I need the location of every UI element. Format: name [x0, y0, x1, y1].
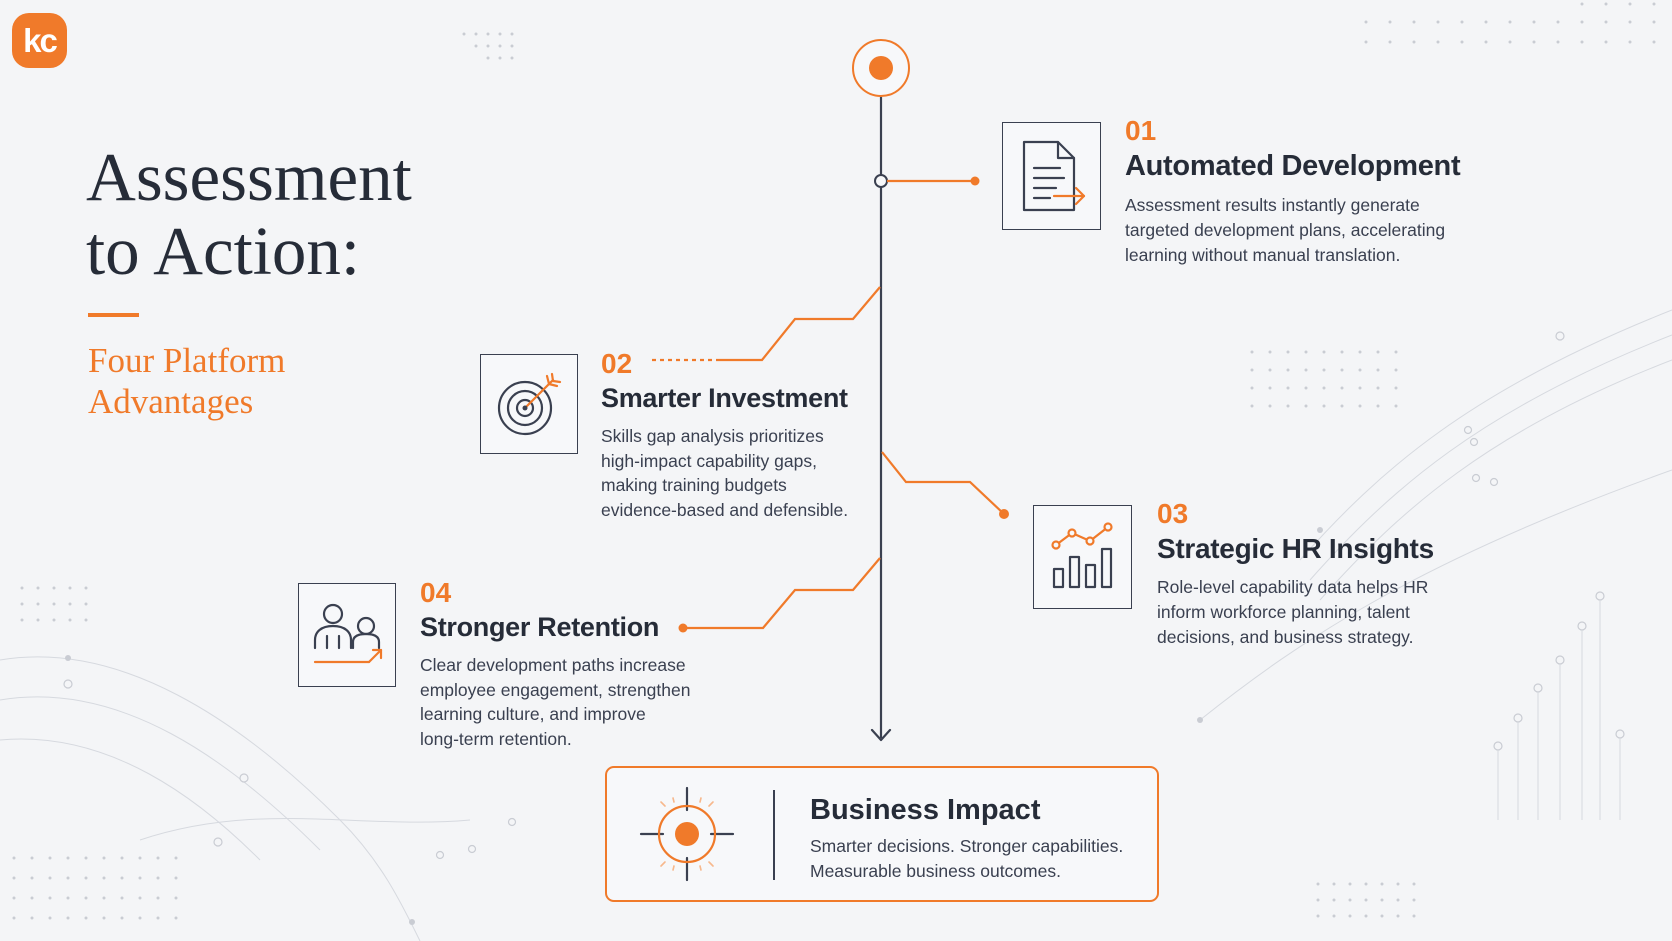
dot-grid-top-right	[1364, 2, 1656, 44]
advantage-03-description: Role-level capability data helps HR info…	[1157, 575, 1428, 650]
document-arrow-icon	[1022, 140, 1085, 212]
kc-logo: kc	[12, 13, 67, 68]
advantage-01-number: 01	[1125, 115, 1157, 146]
people-growth-icon	[313, 603, 383, 664]
description-line: employee engagement, strengthen	[420, 679, 691, 700]
advantage-01-description: Assessment results instantly generate ta…	[1125, 193, 1445, 268]
logo-text: kc	[23, 21, 58, 59]
description-line: evidence-based and defensible.	[601, 499, 849, 520]
advantage-03-number: 03	[1157, 498, 1189, 529]
advantage-04-description: Clear development paths increase employe…	[420, 653, 690, 751]
target-arrow-icon	[497, 372, 562, 436]
advantage-02-icon-box	[480, 354, 578, 454]
subtitle-line-1: Four Platform	[88, 341, 286, 380]
advantage-01-icon-box	[1002, 122, 1101, 230]
business-impact-heading: Business Impact	[810, 794, 1041, 826]
connector-01	[874, 174, 980, 188]
advantage-04-heading: Stronger Retention	[420, 612, 660, 642]
advantage-03-heading: Strategic HR Insights	[1157, 533, 1434, 564]
advantage-04-icon-box	[298, 583, 396, 687]
crosshair-target-icon	[639, 786, 735, 882]
description-line: inform workforce planning, talent	[1157, 602, 1410, 622]
description-line: making training budgets	[601, 475, 787, 495]
dot-grid-right	[1250, 350, 1398, 408]
dot-grid-bottom-right	[1316, 882, 1416, 918]
description-line: learning culture, and improve	[420, 704, 646, 724]
timeline-arrowhead	[870, 728, 892, 742]
page-title: Assessment to Action:	[86, 140, 412, 288]
title-line-2: to Action:	[86, 213, 361, 289]
advantage-03-icon-box	[1033, 505, 1132, 609]
connector-03	[881, 451, 1009, 519]
title-underline	[88, 313, 139, 317]
impact-divider	[773, 790, 775, 880]
dot-grid-left	[20, 586, 88, 622]
bar-chart-trend-icon	[1050, 522, 1113, 589]
subtitle-line-2: Advantages	[88, 382, 254, 421]
description-line: long-term retention.	[420, 728, 572, 749]
description-line: Skills gap analysis prioritizes	[601, 426, 824, 446]
description-line: learning without manual translation.	[1125, 245, 1401, 265]
description-line: Role-level capability data helps HR	[1157, 577, 1429, 597]
description-line: Clear development paths increase	[420, 655, 686, 675]
description-line: decisions, and business strategy.	[1157, 627, 1414, 647]
description-line: Measurable business outcomes.	[810, 861, 1061, 881]
title-line-1: Assessment	[86, 139, 412, 215]
description-line: Assessment results instantly generate	[1125, 195, 1420, 215]
connector-02	[652, 286, 881, 362]
advantage-02-description: Skills gap analysis prioritizes high-imp…	[601, 424, 848, 522]
advantage-02-heading: Smarter Investment	[601, 383, 848, 413]
page-subtitle: Four Platform Advantages	[88, 340, 285, 422]
advantage-04-number: 04	[420, 577, 452, 608]
business-impact-description: Smarter decisions. Stronger capabilities…	[810, 834, 1123, 884]
dot-grid-top-left	[462, 32, 514, 60]
dot-grid-bottom-left	[12, 856, 178, 920]
timeline-start-marker	[852, 39, 910, 97]
connector-04	[678, 557, 881, 633]
description-line: high-impact capability gaps,	[601, 450, 817, 471]
advantage-01-heading: Automated Development	[1125, 150, 1461, 182]
advantage-02-number: 02	[601, 348, 633, 379]
description-line: Smarter decisions. Stronger capabilities…	[810, 836, 1124, 856]
business-impact-card: Business Impact Smarter decisions. Stron…	[605, 766, 1159, 902]
description-line: targeted development plans, accelerating	[1125, 220, 1446, 240]
